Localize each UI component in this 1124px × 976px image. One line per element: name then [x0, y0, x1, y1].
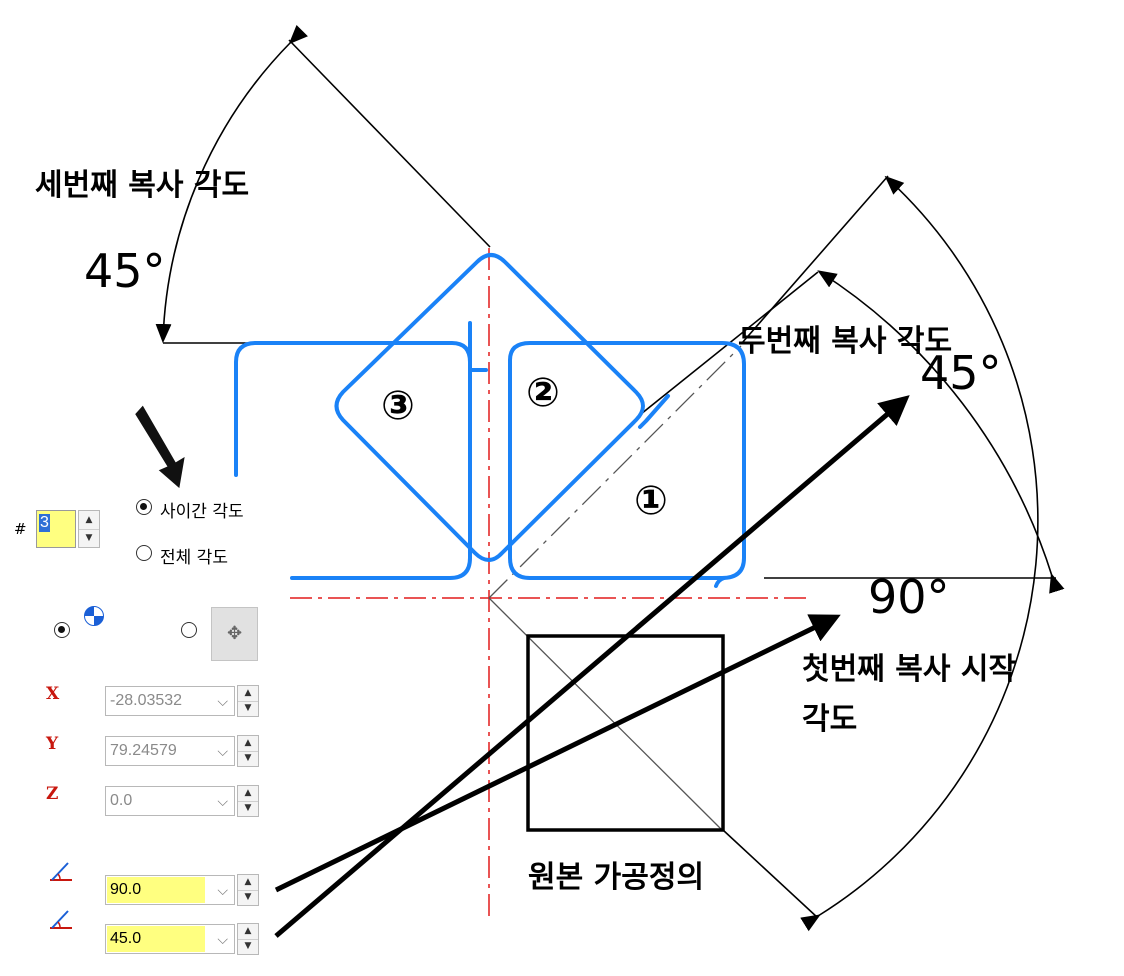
step-angle-dropdown-icon[interactable]: ⌵: [217, 931, 228, 947]
count-spinner[interactable]: ▲ ▼: [78, 510, 100, 548]
y-axis-icon: Y: [46, 734, 59, 754]
z-axis-icon: Z: [46, 784, 59, 804]
radio-total-angle[interactable]: [136, 545, 152, 561]
count-value: 3: [39, 514, 50, 532]
copy-3-lead: [468, 321, 488, 372]
spin-down-icon[interactable]: ▼: [85, 533, 93, 543]
z-field[interactable]: 0.0 ⌵: [105, 786, 235, 816]
x-axis-icon: X: [46, 684, 60, 704]
pick-point-crosshair-icon[interactable]: ✥: [211, 607, 258, 661]
count-label: #: [14, 520, 27, 538]
arrow-to-first-angle: [274, 614, 841, 893]
blue-toolpaths: [234, 253, 746, 588]
step-angle-spinner[interactable]: ▲▼: [237, 923, 259, 955]
step-angle-icon: [50, 910, 72, 929]
start-angle-value: 90.0: [110, 881, 142, 898]
z-dropdown-icon[interactable]: ⌵: [217, 793, 228, 809]
step-angle-value: 45.0: [110, 930, 142, 947]
x-spinner[interactable]: ▲▼: [237, 685, 259, 717]
y-spinner[interactable]: ▲▼: [237, 735, 259, 767]
copy-number-3: ③: [381, 383, 415, 429]
radio-pick-point[interactable]: [181, 622, 197, 638]
start-angle-field[interactable]: 90.0 ⌵: [105, 875, 235, 905]
z-value: 0.0: [110, 792, 133, 809]
count-input[interactable]: 3: [36, 510, 76, 548]
x-field[interactable]: -28.03532 ⌵: [105, 686, 235, 716]
radio-origin[interactable]: [54, 622, 70, 638]
copy-2-lead: [638, 394, 670, 429]
label-third-copy-angle: 세번째 복사 각도: [35, 168, 250, 203]
arrow-to-second-angle: [274, 395, 910, 938]
extension-lines: [163, 39, 1056, 919]
y-field[interactable]: 79.24579 ⌵: [105, 736, 235, 766]
arc-45-third: [155, 24, 308, 344]
label-first-copy-start-2: 각도: [802, 702, 858, 737]
label-first-copy-start-1: 첫번째 복사 시작: [802, 652, 1017, 687]
start-angle-icon: [50, 862, 72, 881]
angle-second-value: 45°: [920, 346, 1002, 400]
radio-between-angle-label: 사이간 각도: [160, 502, 244, 522]
origin-quadrant-icon[interactable]: [84, 606, 104, 626]
y-dropdown-icon[interactable]: ⌵: [217, 743, 228, 759]
x-dropdown-icon[interactable]: ⌵: [217, 693, 228, 709]
copy-1-lead: [714, 576, 726, 588]
radio-total-angle-label: 전체 각도: [160, 548, 228, 568]
copy-number-2: ②: [526, 370, 560, 416]
arc-90: [800, 175, 1039, 932]
x-value: -28.03532: [110, 692, 183, 709]
step-angle-field[interactable]: 45.0 ⌵: [105, 924, 235, 954]
copy-number-1: ①: [634, 478, 668, 524]
start-angle-spinner[interactable]: ▲▼: [237, 874, 259, 906]
arc-45-second: [817, 270, 1065, 594]
label-original-toolpath: 원본 가공정의: [528, 860, 705, 895]
leader-arrows: [274, 395, 910, 938]
spin-up-icon[interactable]: ▲: [79, 511, 99, 530]
label-second-copy-angle: 두번째 복사 각도: [738, 324, 953, 359]
dimension-arcs: [155, 24, 1065, 932]
z-spinner[interactable]: ▲▼: [237, 785, 259, 817]
angle-first-value: 90°: [868, 570, 950, 624]
angle-third-value: 45°: [84, 244, 166, 298]
toolpath-copy-1: [508, 341, 746, 580]
y-value: 79.24579: [110, 742, 177, 759]
pointer-arrow-icon: [132, 402, 188, 492]
radio-between-angle[interactable]: [136, 499, 152, 515]
centerlines: [290, 248, 812, 918]
toolpath-copy-3: [234, 341, 472, 580]
start-angle-dropdown-icon[interactable]: ⌵: [217, 882, 228, 898]
toolpath-copy-2: [334, 253, 645, 562]
